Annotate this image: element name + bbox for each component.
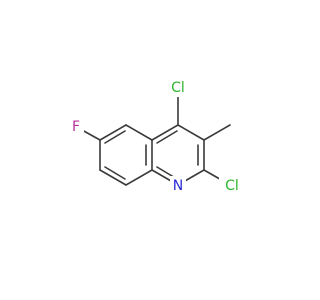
fluorine-atom: F xyxy=(68,118,84,136)
chlorine-right-label: Cl xyxy=(225,178,239,194)
bond-c3-methyl xyxy=(203,124,231,141)
chlorine-top-atom: Cl xyxy=(167,79,189,97)
bond-c8-c8a xyxy=(125,169,153,186)
bond-c5-c6 xyxy=(99,124,127,141)
nitrogen-atom: N xyxy=(170,176,186,194)
bond-c4-c4a-inner xyxy=(156,130,178,144)
bond-c5-c6-inner xyxy=(104,130,126,144)
bond-c7-c8 xyxy=(99,169,127,186)
chlorine-right-atom: Cl xyxy=(219,176,243,194)
molecule-structure-diagram: Cl Cl F N xyxy=(68,79,243,194)
chlorine-top-label: Cl xyxy=(171,80,185,96)
nitrogen-label: N xyxy=(173,178,183,194)
bond-c4-c3 xyxy=(177,124,205,141)
bond-c4a-c4 xyxy=(151,124,179,141)
fluorine-label: F xyxy=(72,119,80,135)
bond-c6-f xyxy=(81,129,101,141)
bond-c7-c8-inner xyxy=(104,166,126,180)
bond-c4a-c5 xyxy=(125,124,153,141)
